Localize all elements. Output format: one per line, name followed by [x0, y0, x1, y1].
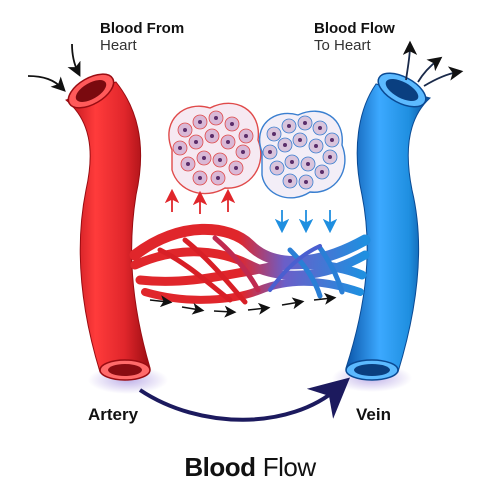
- curved-arrow-icon: [138, 377, 351, 422]
- capillary-network: [129, 223, 371, 305]
- heart-subheading: Heart: [100, 37, 137, 55]
- double-arrow-icon: [27, 43, 81, 92]
- vein-label: Vein: [356, 405, 391, 424]
- blood-from-heart-label: Blood From Heart: [100, 20, 184, 55]
- deoxygenated-tissue: [258, 110, 346, 199]
- up-arrow-icon: [164, 188, 236, 214]
- capillary-flow-arrows: [149, 292, 337, 318]
- oxygenated-tissue: [168, 102, 262, 195]
- page-title: Blood Flow: [0, 452, 500, 483]
- down-arrow-icon: [274, 210, 338, 234]
- artery-label: Artery: [88, 405, 139, 424]
- blood-flow-heading: Blood Flow: [314, 20, 395, 37]
- blood-from-heading: Blood From: [100, 20, 185, 37]
- title-light: Flow: [262, 452, 316, 482]
- blood-flow-to-heart-label: Blood Flow To Heart: [314, 20, 395, 55]
- triple-arrow-icon: [402, 40, 464, 87]
- vein-vessel: [345, 72, 432, 381]
- title-bold: Blood: [184, 452, 256, 482]
- artery-vessel: [65, 73, 151, 381]
- to-heart-subheading: To Heart: [314, 37, 371, 55]
